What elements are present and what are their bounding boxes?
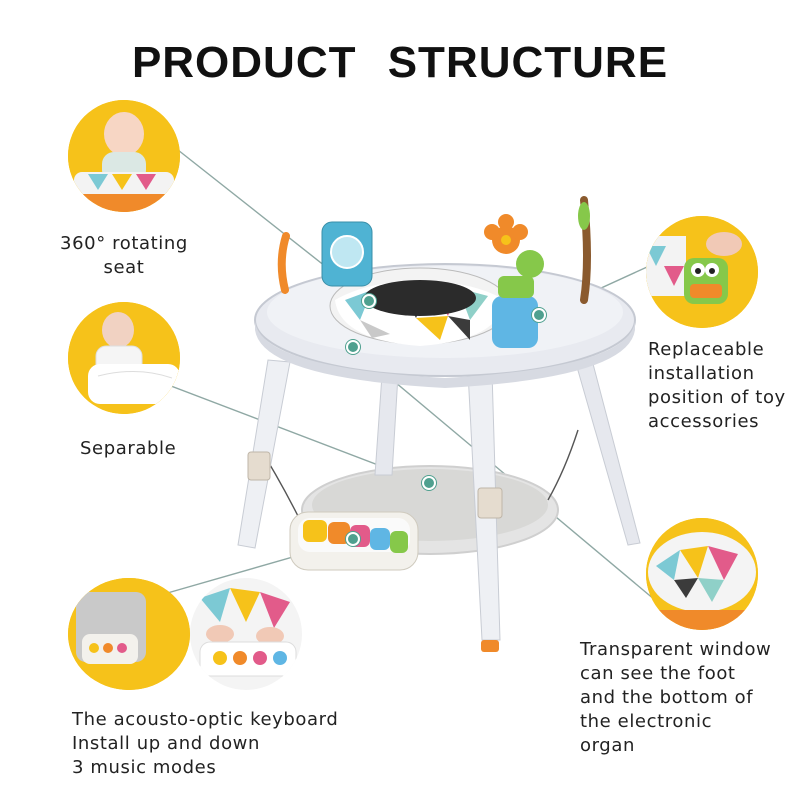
callout-dot-seat	[362, 294, 376, 308]
inset-separable-photo	[68, 302, 180, 414]
page-title: PRODUCT STRUCTURE	[131, 38, 669, 87]
feature-window-line3: and the bottom of	[580, 687, 754, 708]
feature-window-line4: the electronic	[580, 711, 713, 732]
feature-separable: Separable	[80, 438, 177, 459]
feature-replaceable-line2: installation	[648, 363, 755, 384]
feature-replaceable-accessories: Replaceable installation position of toy…	[648, 338, 798, 434]
feature-replaceable-line1: Replaceable	[648, 339, 765, 360]
feature-replaceable-line3: position of toy	[648, 387, 786, 408]
feature-window-line1: Transparent window	[580, 639, 772, 660]
callout-dot-keyboard	[346, 532, 360, 546]
feature-window-line2: can see the foot	[580, 663, 736, 684]
feature-keyboard-line2: Install up and down	[72, 733, 261, 754]
inset-transparent-window-photo	[646, 518, 758, 630]
feature-rotating-seat-line1: 360° rotating	[60, 233, 188, 254]
feature-replaceable-line4: accessories	[648, 411, 760, 432]
feature-keyboard: The acousto-optic keyboard Install up an…	[72, 708, 402, 780]
feature-keyboard-line1: The acousto-optic keyboard	[72, 709, 339, 730]
feature-window-line5: organ	[580, 735, 635, 756]
inset-keyboard-photo	[68, 578, 190, 690]
callout-dot-base	[422, 476, 436, 490]
feature-transparent-window: Transparent window can see the foot and …	[580, 638, 795, 758]
feature-keyboard-line3: 3 music modes	[72, 757, 217, 778]
inset-rotating-seat-photo	[68, 100, 180, 212]
callout-dot-toy	[532, 308, 546, 322]
feature-rotating-seat: 360° rotating seat	[44, 232, 204, 280]
feature-rotating-seat-line2: seat	[103, 257, 145, 278]
inset-hands-keyboard-photo	[190, 578, 302, 690]
inset-toy-accessory-photo	[646, 216, 758, 328]
callout-dot-tray	[346, 340, 360, 354]
